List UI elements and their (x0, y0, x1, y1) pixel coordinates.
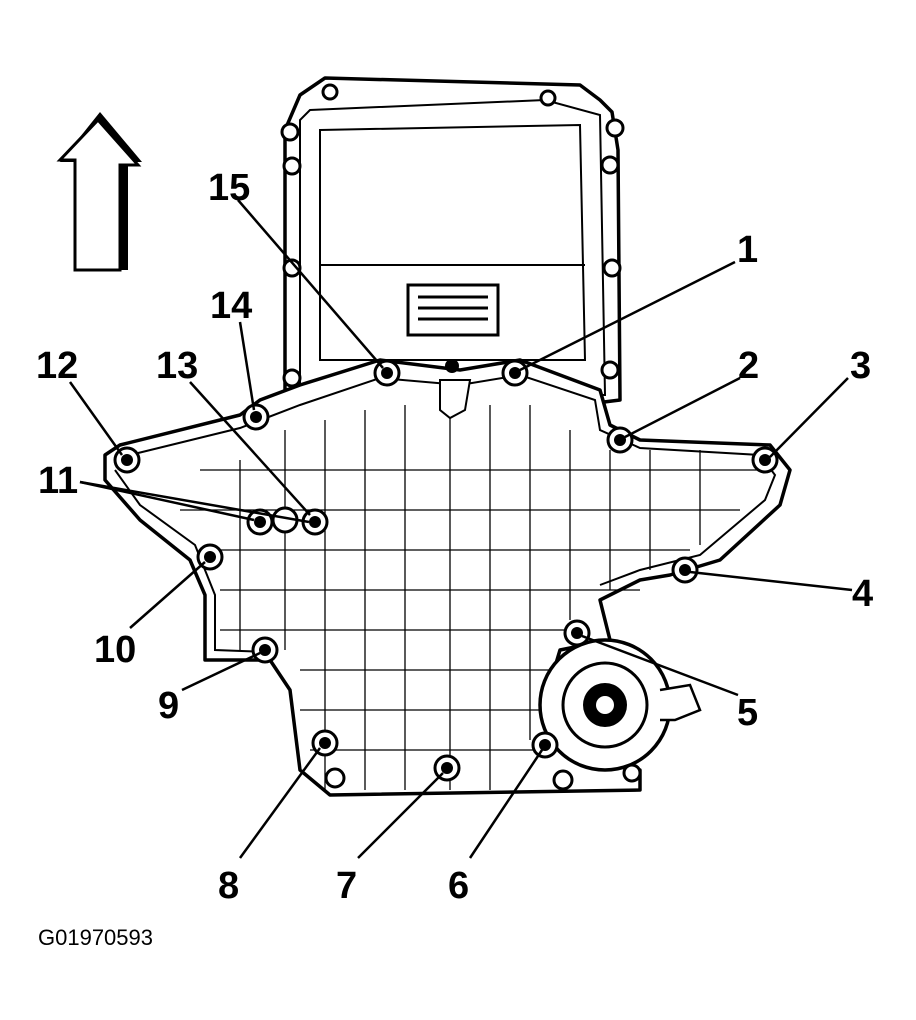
callout-15: 15 (208, 167, 250, 209)
figure-id: G01970593 (38, 925, 153, 950)
callout-4: 4 (852, 573, 873, 615)
bolt-11a (246, 508, 274, 536)
bolt-4 (671, 556, 699, 584)
callout-10: 10 (94, 629, 136, 671)
bolt-3 (751, 446, 779, 474)
bolt-9 (251, 636, 279, 664)
numbered-bolts (113, 359, 779, 782)
callout-9: 9 (158, 685, 179, 727)
upper-sump-bolts (271, 83, 642, 791)
callout-11: 11 (38, 460, 78, 502)
bolt-6 (531, 731, 559, 759)
bolt-2 (606, 426, 634, 454)
bolt-1 (501, 359, 529, 387)
callout-3: 3 (850, 345, 871, 387)
callout-6: 6 (448, 865, 469, 907)
callout-8: 8 (218, 865, 239, 907)
bolt-14 (242, 403, 270, 431)
callout-12: 12 (36, 345, 78, 387)
callout-5: 5 (737, 692, 758, 734)
lower-oil-pan (103, 358, 792, 797)
callout-1: 1 (737, 229, 758, 271)
up-arrow-icon (56, 112, 142, 272)
callout-13: 13 (156, 345, 198, 387)
callout-2: 2 (738, 345, 759, 387)
bolt-5 (563, 619, 591, 647)
callout-14: 14 (210, 285, 252, 327)
leader-lines (68, 199, 853, 859)
upper-sump (283, 76, 622, 407)
rib-grid (180, 405, 760, 790)
callout-7: 7 (336, 865, 357, 907)
callout-labels: 1 2 3 4 5 6 7 8 9 10 11 12 13 14 15 (36, 167, 873, 907)
